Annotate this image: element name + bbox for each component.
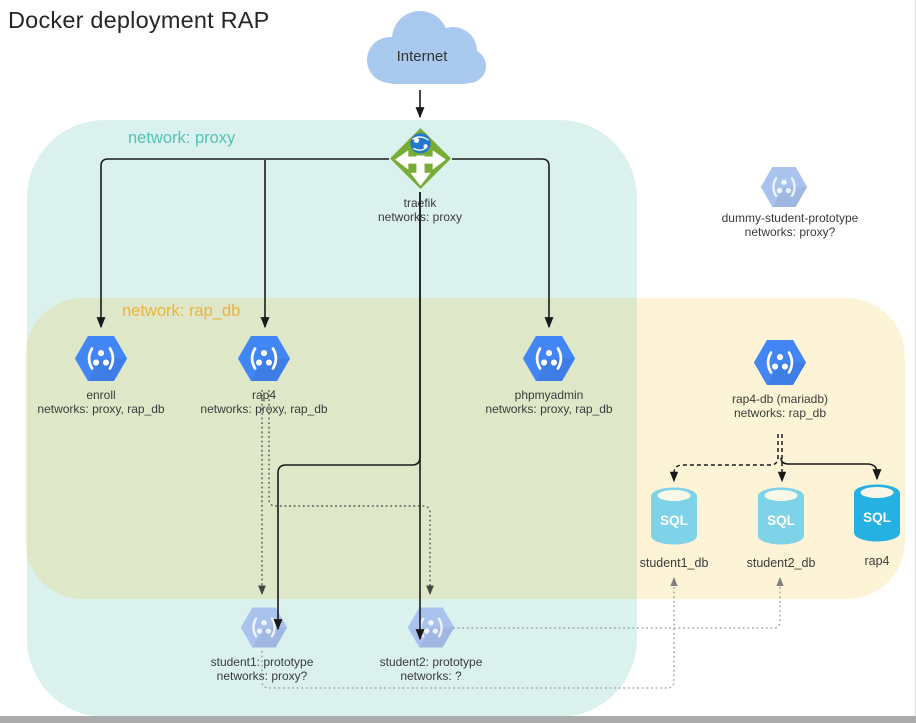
dummy-student-label: dummy-student-prototype networks: proxy?	[721, 211, 859, 239]
rap4-label: rap4 networks: proxy, rap_db	[200, 388, 328, 416]
cloud-icon	[367, 11, 486, 84]
diagram-title: Docker deployment RAP	[8, 7, 270, 33]
student2-db-label: student2_db	[746, 556, 816, 570]
container-hexagon-icon	[522, 336, 576, 381]
student2-db-node: SQL	[757, 486, 805, 546]
rap4-sql-label: rap4	[864, 554, 890, 568]
container-hexagon-icon	[74, 336, 128, 381]
enroll-node	[74, 335, 128, 382]
student1-db-label: student1_db	[639, 556, 709, 570]
application-gateway-icon	[390, 128, 451, 189]
rap4-db-cylinder-node: SQL	[853, 483, 901, 543]
svg-text:SQL: SQL	[863, 510, 891, 525]
student2-label: student2: prototype networks: ?	[379, 655, 483, 683]
svg-text:SQL: SQL	[767, 513, 795, 528]
dummy-student-node	[760, 165, 808, 209]
network-rapdb-label: network: rap_db	[122, 302, 241, 320]
sql-database-icon: SQL	[854, 484, 900, 542]
rap4-node	[237, 335, 291, 382]
container-hexagon-icon	[753, 340, 807, 385]
sql-database-icon: SQL	[758, 487, 804, 545]
horizontal-scrollbar[interactable]	[0, 716, 916, 723]
network-proxy-label: network: proxy	[128, 129, 236, 147]
traefik-label: traefik networks: proxy	[377, 196, 463, 224]
phpmyadmin-label: phpmyadmin networks: proxy, rap_db	[485, 388, 613, 416]
container-hexagon-icon-faded	[760, 167, 808, 207]
enroll-label: enroll networks: proxy, rap_db	[37, 388, 165, 416]
container-hexagon-icon-faded	[407, 607, 455, 648]
student1-node	[240, 606, 288, 649]
student2-node	[407, 606, 455, 649]
rap4db-label: rap4-db (mariadb) networks: rap_db	[731, 392, 829, 420]
rap4db-node	[753, 339, 807, 386]
internet-node: Internet	[352, 6, 492, 92]
student1-label: student1: prototype networks: proxy?	[210, 655, 314, 683]
traefik-node	[388, 126, 453, 191]
svg-text:SQL: SQL	[660, 513, 688, 528]
internet-label: Internet	[396, 48, 448, 65]
phpmyadmin-node	[522, 335, 576, 382]
container-hexagon-icon-faded	[240, 607, 288, 648]
student1-db-node: SQL	[650, 486, 698, 546]
sql-database-icon: SQL	[651, 487, 697, 545]
container-hexagon-icon	[237, 336, 291, 381]
